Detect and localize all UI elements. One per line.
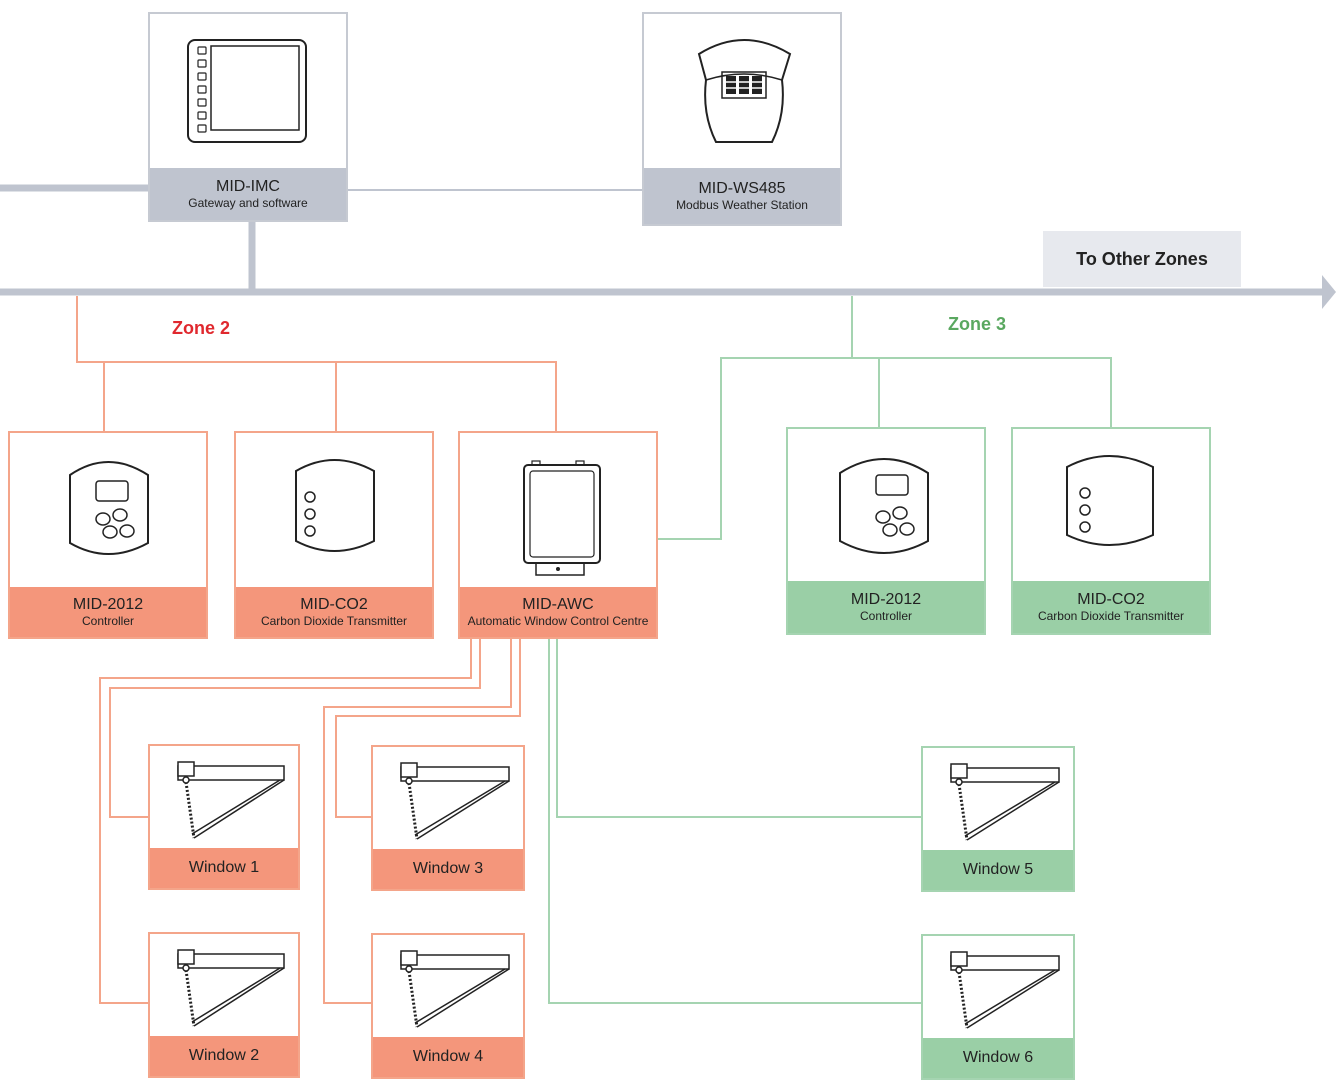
window-1-label: Window 1 bbox=[150, 848, 298, 888]
weather-name: MID-WS485 bbox=[698, 180, 786, 197]
window-5-card[interactable]: Window 5 bbox=[921, 746, 1075, 892]
zone-2-title: Zone 2 bbox=[172, 318, 231, 338]
window-actuator-icon bbox=[177, 761, 285, 839]
zone2-co2-desc: Carbon Dioxide Transmitter bbox=[260, 614, 408, 628]
awc-name: MID-AWC bbox=[522, 596, 594, 613]
awc-device-icon bbox=[523, 460, 601, 576]
window-6-label: Window 6 bbox=[923, 1038, 1073, 1078]
weather-station-icon bbox=[697, 39, 792, 143]
zone2-controller-card[interactable]: MID-2012 Controller bbox=[8, 431, 208, 639]
window-6-card[interactable]: Window 6 bbox=[921, 934, 1075, 1080]
zone3-co2-card[interactable]: MID-CO2 Carbon Dioxide Transmitter bbox=[1011, 427, 1211, 635]
gateway-name: MID-IMC bbox=[216, 178, 280, 195]
zone2-controller-name: MID-2012 bbox=[72, 596, 144, 613]
window-actuator-icon bbox=[950, 763, 1060, 841]
weather-station-card[interactable]: MID-WS485 Modbus Weather Station bbox=[642, 12, 842, 226]
zone3-co2-name: MID-CO2 bbox=[1077, 591, 1145, 608]
to-other-zones-label: To Other Zones bbox=[1043, 231, 1241, 287]
awc-desc: Automatic Window Control Centre bbox=[467, 614, 649, 628]
zone3-controller-card[interactable]: MID-2012 Controller bbox=[786, 427, 986, 635]
zone3-co2-desc: Carbon Dioxide Transmitter bbox=[1037, 609, 1185, 623]
zone2-co2-card[interactable]: MID-CO2 Carbon Dioxide Transmitter bbox=[234, 431, 434, 639]
bus-arrow-icon bbox=[1322, 275, 1336, 309]
weather-desc: Modbus Weather Station bbox=[676, 198, 808, 212]
window-actuator-icon bbox=[400, 950, 510, 1028]
window-actuator-icon bbox=[950, 951, 1060, 1029]
window-2-card[interactable]: Window 2 bbox=[148, 932, 300, 1078]
window-4-label: Window 4 bbox=[373, 1037, 523, 1077]
co2-sensor-icon bbox=[1066, 455, 1154, 546]
zone-3-title: Zone 3 bbox=[948, 314, 1007, 334]
window-actuator-icon bbox=[177, 949, 285, 1027]
controller-device-icon bbox=[839, 458, 929, 554]
window-3-label: Window 3 bbox=[373, 849, 523, 889]
zone3-controller-desc: Controller bbox=[859, 609, 913, 623]
zone3-controller-name: MID-2012 bbox=[850, 591, 922, 608]
gateway-device-icon bbox=[187, 39, 307, 143]
zone2-co2-name: MID-CO2 bbox=[300, 596, 368, 613]
window-4-card[interactable]: Window 4 bbox=[371, 933, 525, 1079]
controller-device-icon bbox=[69, 461, 149, 555]
window-5-label: Window 5 bbox=[923, 850, 1073, 890]
window-3-card[interactable]: Window 3 bbox=[371, 745, 525, 891]
window-actuator-icon bbox=[400, 762, 510, 840]
window-1-card[interactable]: Window 1 bbox=[148, 744, 300, 890]
awc-card[interactable]: MID-AWC Automatic Window Control Centre bbox=[458, 431, 658, 639]
window-2-label: Window 2 bbox=[150, 1036, 298, 1076]
zone2-controller-desc: Controller bbox=[81, 614, 135, 628]
co2-sensor-icon bbox=[295, 459, 375, 552]
gateway-card[interactable]: MID-IMC Gateway and software bbox=[148, 12, 348, 222]
gateway-desc: Gateway and software bbox=[188, 196, 308, 210]
